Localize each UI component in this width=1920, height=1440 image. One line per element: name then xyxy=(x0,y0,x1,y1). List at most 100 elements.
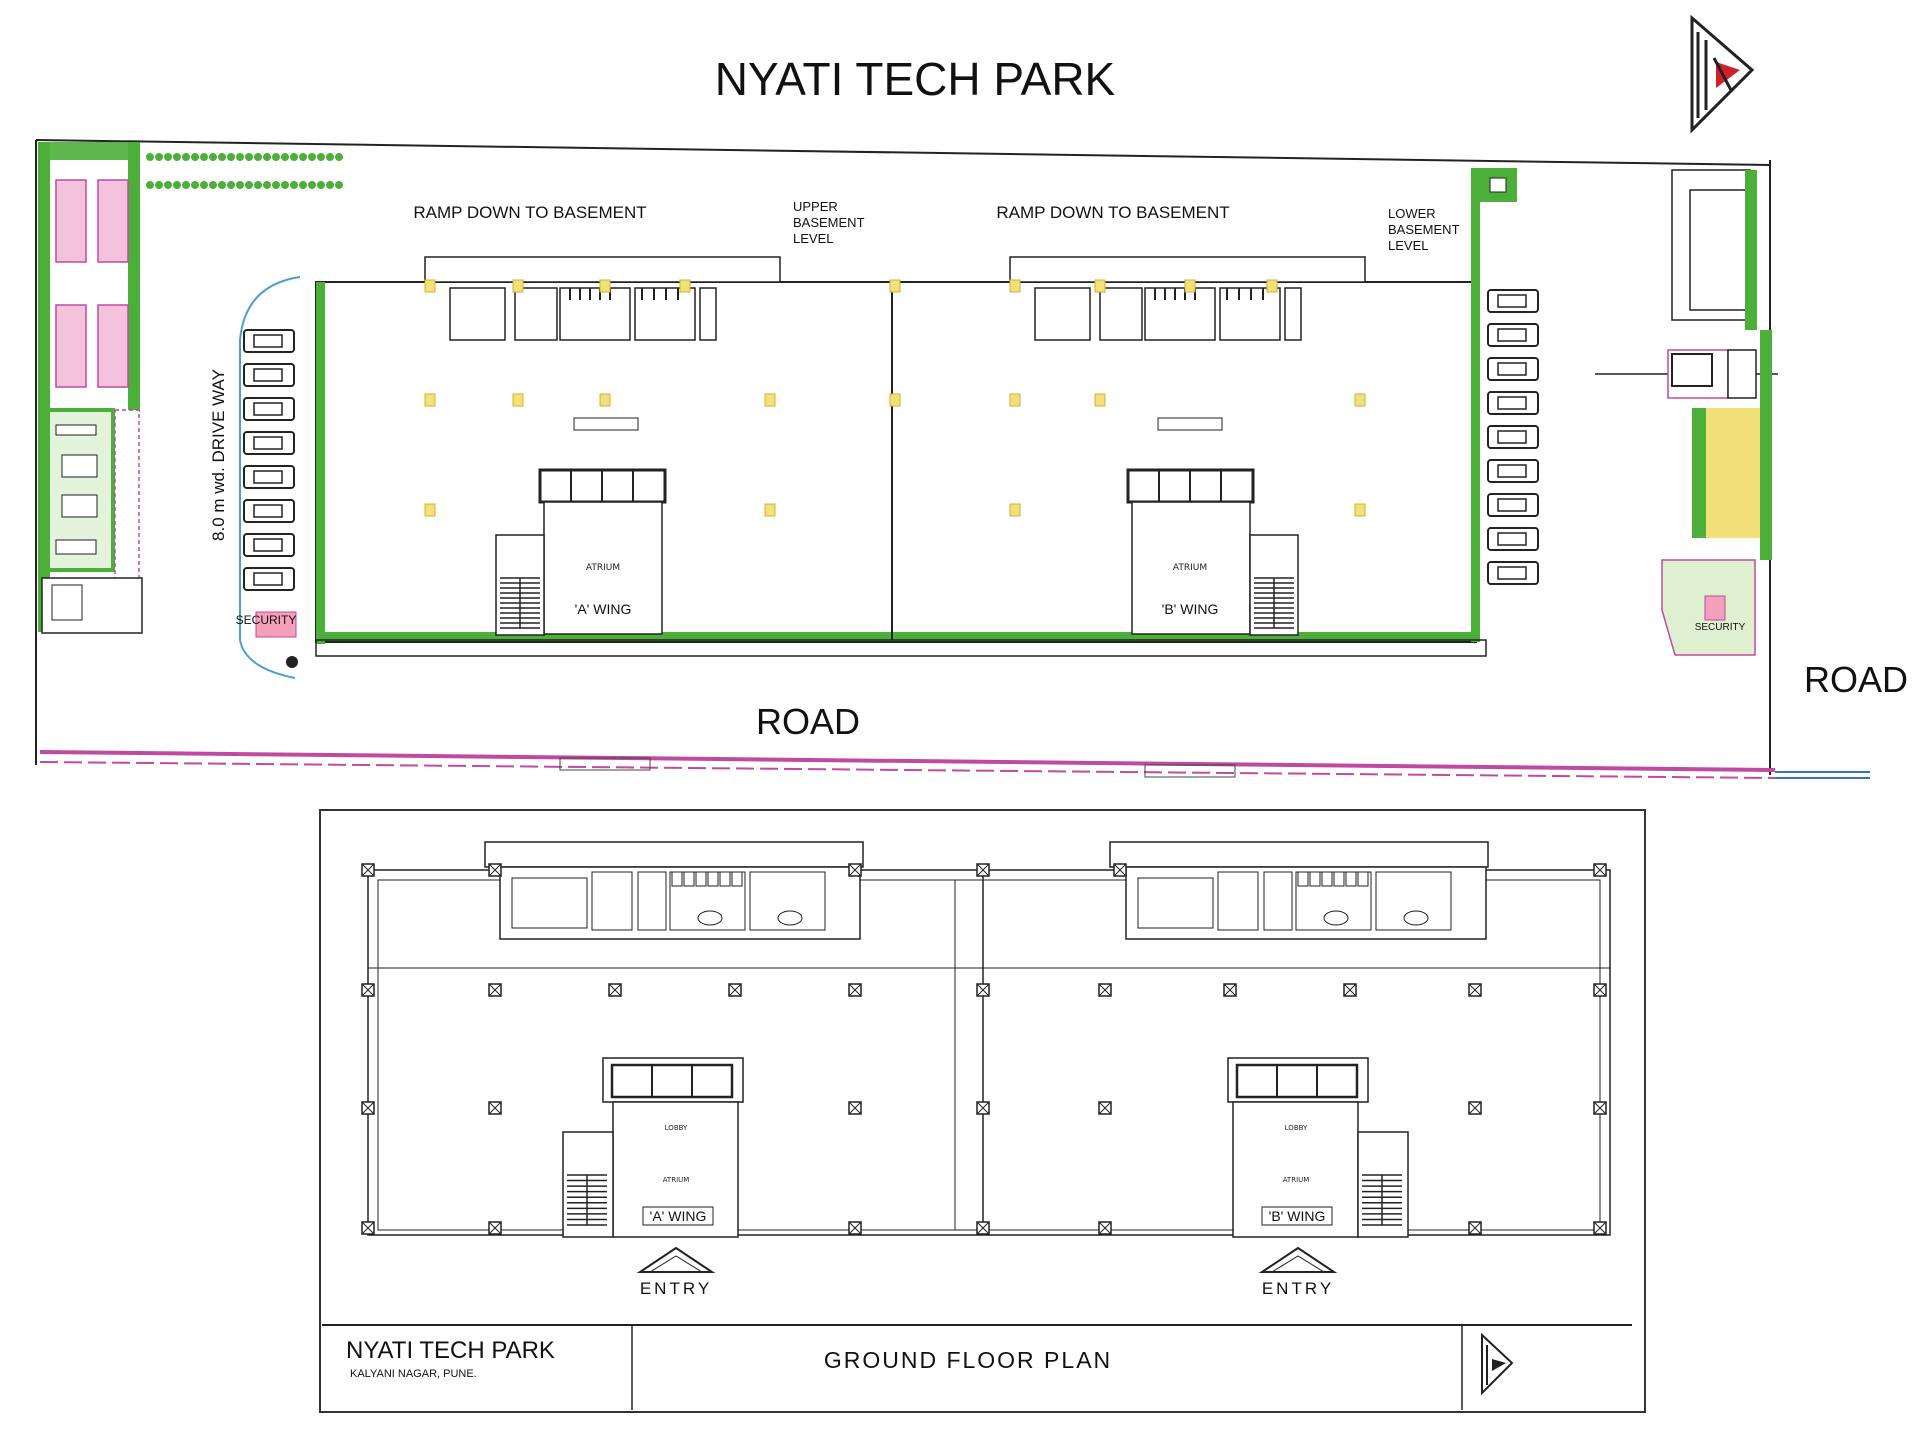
left-parking-bays xyxy=(55,179,129,388)
column-icon xyxy=(889,279,901,293)
car-icon xyxy=(1487,493,1539,517)
hedge-dot xyxy=(308,153,316,161)
car-icon xyxy=(243,567,295,591)
svg-text:LOBBY: LOBBY xyxy=(665,1124,688,1132)
column-icon xyxy=(848,983,862,997)
plan-wing-a-label: 'A' WING xyxy=(650,1208,707,1224)
column-icon xyxy=(361,983,375,997)
column-icon xyxy=(488,983,502,997)
ramp-label-a: RAMP DOWN TO BASEMENT xyxy=(413,203,646,222)
hedge-dot xyxy=(335,181,343,189)
entry-arrow-icon xyxy=(1258,1246,1338,1273)
column-icon xyxy=(1098,1221,1112,1235)
column-icon xyxy=(1593,983,1607,997)
column-icon xyxy=(764,393,776,407)
column-icon xyxy=(488,1221,502,1235)
car-icon xyxy=(1487,459,1539,483)
lower-basement-l3: LEVEL xyxy=(1388,238,1428,253)
upper-basement-l2: BASEMENT xyxy=(793,215,865,230)
hedge-dot xyxy=(254,181,262,189)
column-icon xyxy=(1593,1101,1607,1115)
car-icon xyxy=(243,533,295,557)
column-icon xyxy=(764,503,776,517)
right-car-column xyxy=(1487,289,1539,585)
column-icon xyxy=(488,1101,502,1115)
staircase-icon xyxy=(1362,1174,1402,1226)
column-icon xyxy=(424,279,436,293)
hedge-dot xyxy=(326,181,334,189)
car-icon xyxy=(1487,323,1539,347)
car-icon xyxy=(243,431,295,455)
column-icon xyxy=(608,983,622,997)
hedge-dot xyxy=(245,181,253,189)
lower-basement-l2: BASEMENT xyxy=(1388,222,1460,237)
ramp-b xyxy=(1009,256,1366,283)
ground-floor-plan-sheet: 'A' WING LOBBY ATRIUM 'B' WING LOBBY ATR… xyxy=(319,809,1646,1413)
svg-text:ATRIUM: ATRIUM xyxy=(1173,563,1207,573)
utility-block xyxy=(41,408,143,634)
car-icon xyxy=(1487,561,1539,585)
staircase-icon xyxy=(567,1174,607,1226)
column-icon xyxy=(1009,393,1021,407)
compass-logo-icon xyxy=(1481,1332,1514,1396)
column-icon xyxy=(1354,393,1366,407)
hedge-dot xyxy=(173,153,181,161)
hedge-dot xyxy=(182,181,190,189)
hedge-dot xyxy=(209,181,217,189)
lower-basement-l1: LOWER xyxy=(1388,206,1436,221)
column-icon xyxy=(512,279,524,293)
hedge-dot xyxy=(281,153,289,161)
car-icon xyxy=(243,397,295,421)
road-label-right: ROAD xyxy=(1804,659,1908,700)
hedge-dot xyxy=(164,181,172,189)
hedge-dot xyxy=(236,153,244,161)
hedge-dot xyxy=(317,181,325,189)
column-icon xyxy=(848,863,862,877)
column-icon xyxy=(976,1221,990,1235)
column-icon xyxy=(361,1221,375,1235)
hedge-dot xyxy=(317,153,325,161)
staircase-icon xyxy=(1254,577,1294,629)
column-icon xyxy=(889,393,901,407)
column-icon xyxy=(424,503,436,517)
hedge-dot xyxy=(173,181,181,189)
hedge-dot xyxy=(335,153,343,161)
car-icon xyxy=(243,465,295,489)
hedge-dot xyxy=(290,153,298,161)
hedge-dot xyxy=(209,153,217,161)
column-icon xyxy=(728,983,742,997)
car-icon xyxy=(1487,391,1539,415)
column-icon xyxy=(1098,1101,1112,1115)
column-icon xyxy=(488,863,502,877)
ramp-label-b: RAMP DOWN TO BASEMENT xyxy=(996,203,1229,222)
plan-lift-core-a: 'A' WING LOBBY ATRIUM xyxy=(562,1057,744,1238)
svg-text:LOBBY: LOBBY xyxy=(1285,1124,1308,1132)
hedge-dot xyxy=(182,153,190,161)
car-icon xyxy=(1487,425,1539,449)
entry-arrow-icon xyxy=(636,1246,716,1273)
car-icon xyxy=(243,499,295,523)
service-core-a xyxy=(449,287,717,341)
driveway-label: 8.0 m wd. DRIVE WAY xyxy=(209,369,228,541)
hedge-dot xyxy=(281,181,289,189)
column-icon xyxy=(1266,279,1278,293)
hedge-dot xyxy=(146,181,154,189)
staircase-icon xyxy=(500,577,540,629)
column-icon xyxy=(848,1101,862,1115)
upper-basement-l1: UPPER xyxy=(793,199,838,214)
ramp-a xyxy=(424,256,781,283)
service-core-b xyxy=(1034,287,1302,341)
column-icon xyxy=(1468,1101,1482,1115)
title-block-project: NYATI TECH PARK xyxy=(346,1337,555,1364)
car-icon xyxy=(1487,357,1539,381)
hedge-dot xyxy=(245,153,253,161)
column-icon xyxy=(1094,393,1106,407)
svg-text:ATRIUM: ATRIUM xyxy=(586,563,620,573)
hedge-dot xyxy=(200,181,208,189)
hedge-dot xyxy=(191,153,199,161)
svg-text:ATRIUM: ATRIUM xyxy=(663,1176,690,1184)
column-icon xyxy=(1593,863,1607,877)
plan-wing-b-label: 'B' WING xyxy=(1269,1208,1326,1224)
car-icon xyxy=(1487,289,1539,313)
